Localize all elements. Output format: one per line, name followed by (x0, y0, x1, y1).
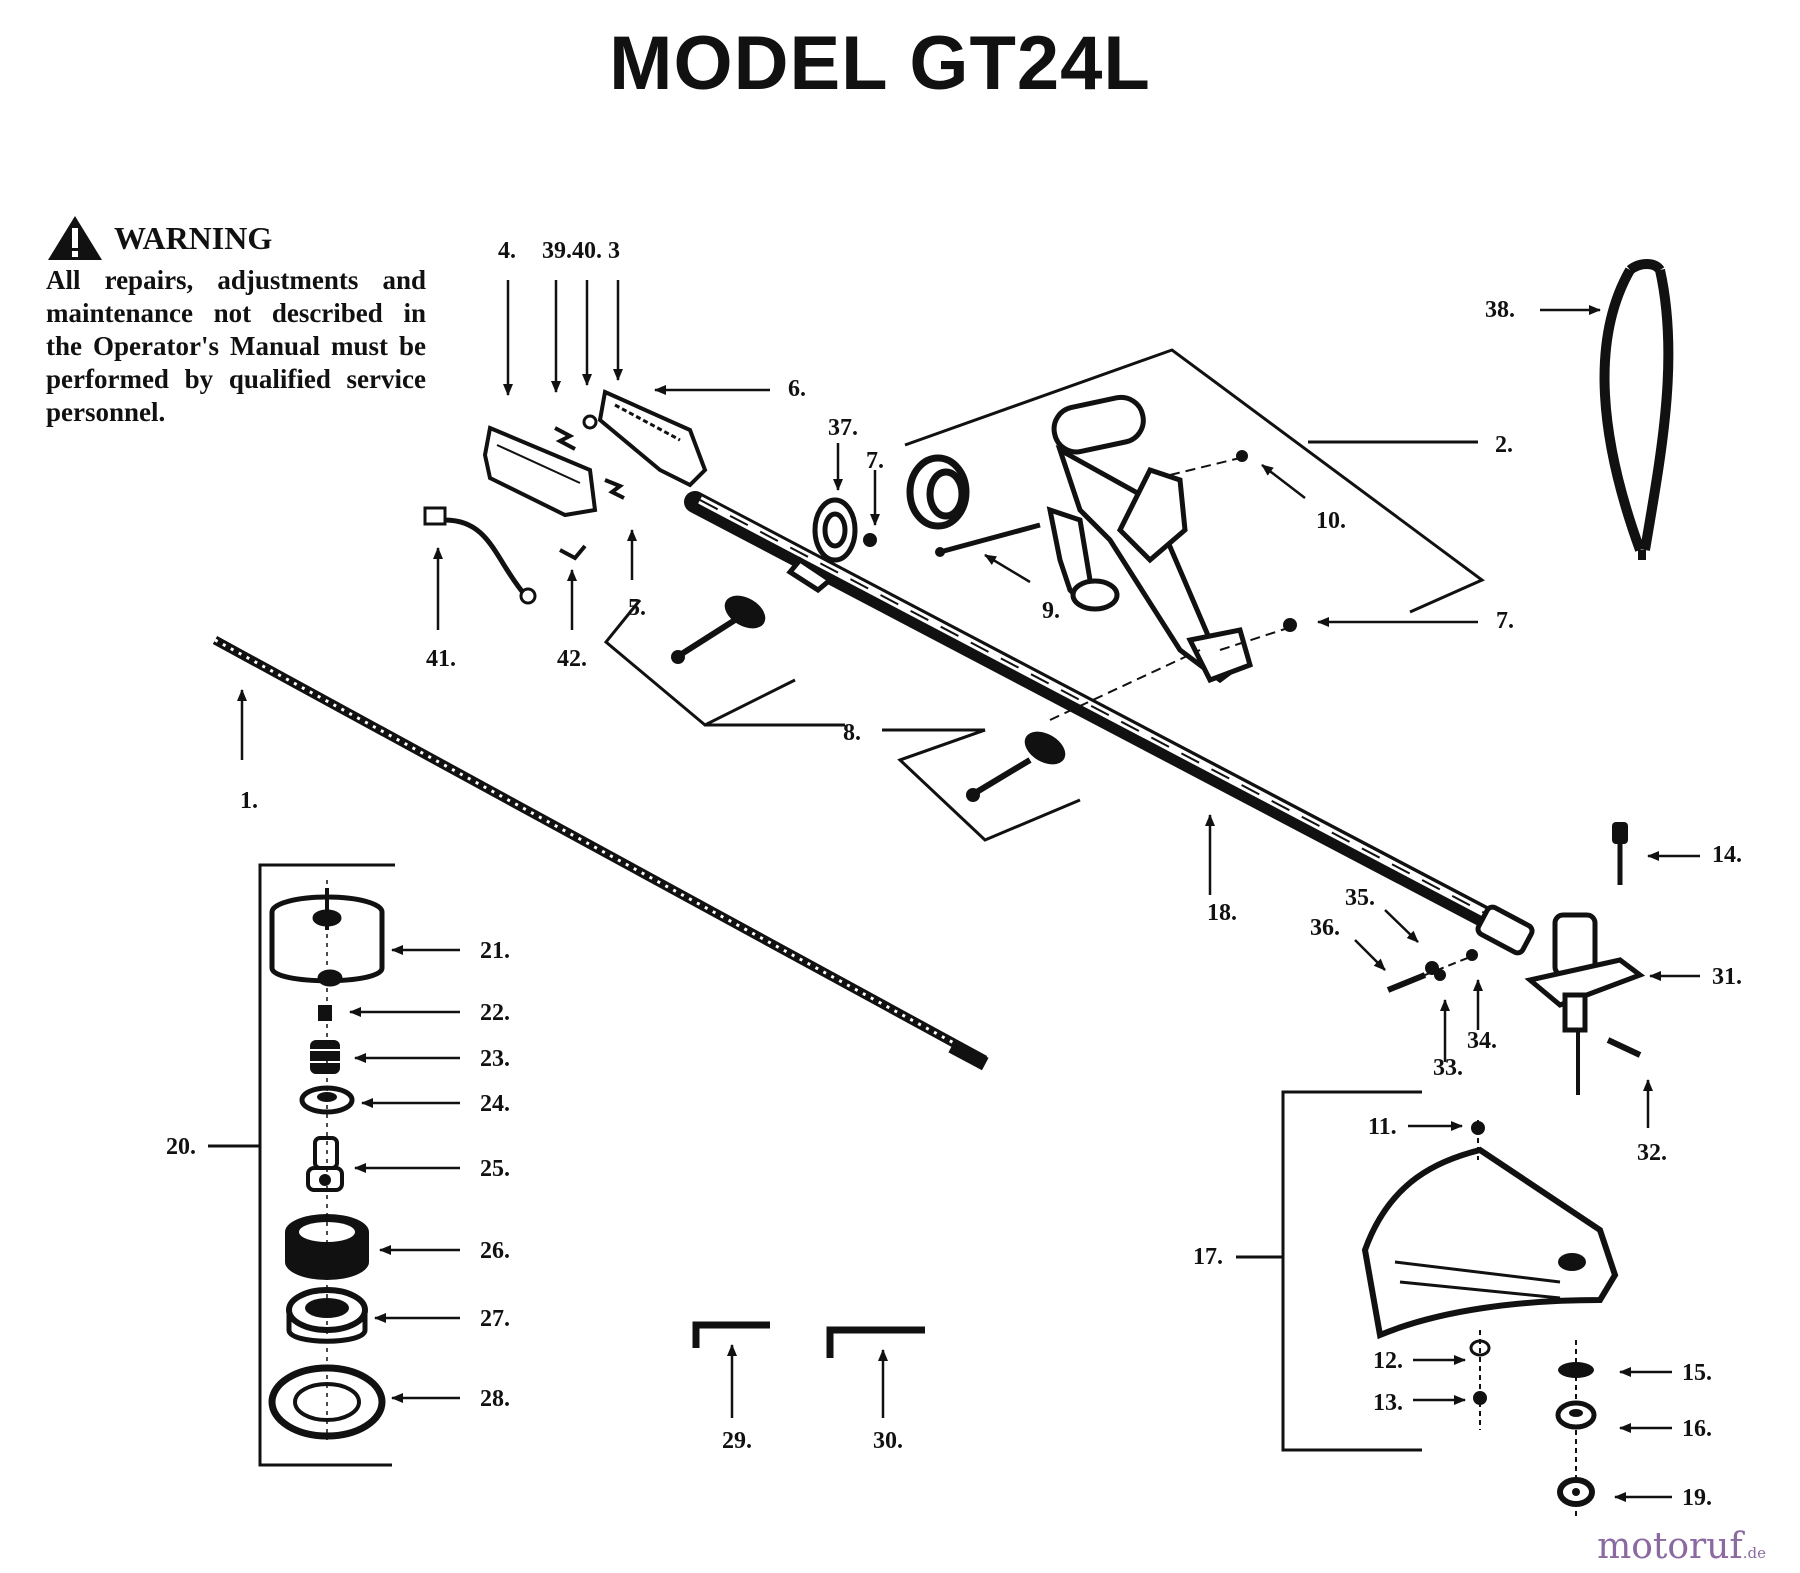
part-29-hex-wrench (692, 1321, 770, 1348)
label-1: 1. (240, 788, 258, 814)
label-30: 30. (873, 1428, 903, 1454)
label-12: 12. (1373, 1348, 1403, 1374)
label-11: 11. (1368, 1114, 1397, 1140)
part-8-knob-lower (966, 731, 1066, 802)
part-22-button (318, 1005, 332, 1021)
part-18-drive-shaft-tube (684, 491, 1511, 936)
label-7a: 7. (866, 448, 884, 474)
part-10-nut (1236, 450, 1248, 462)
label-25: 25. (480, 1156, 510, 1182)
part-4-throttle-housing (482, 425, 598, 518)
part-30-hex-wrench (826, 1326, 925, 1358)
label-29: 29. (722, 1428, 752, 1454)
label-21: 21. (480, 938, 510, 964)
part-17-deflector-shield (1361, 1120, 1619, 1340)
label-5: 5. (628, 595, 646, 621)
label-10: 10. (1316, 508, 1346, 534)
warning-heading: WARNING (114, 219, 273, 256)
warning-icon (48, 216, 102, 260)
part-27-hub (286, 1287, 368, 1344)
part-42-clip (559, 544, 587, 561)
bracket-2 (904, 348, 1485, 614)
label-14: 14. (1712, 842, 1742, 868)
part-5-spring (604, 478, 625, 500)
label-22: 22. (480, 1000, 510, 1026)
part-34-washer (1466, 949, 1478, 961)
label-16: 16. (1682, 1416, 1712, 1442)
part-14-screw (1612, 822, 1628, 885)
label-39-40-3: 39.40. 3 (542, 238, 620, 264)
part-16-cup-washer (1555, 1400, 1597, 1430)
bracket-17 (1236, 1090, 1422, 1452)
part-23-spring (310, 1040, 340, 1074)
label-4: 4. (498, 238, 516, 264)
label-26: 26. (480, 1238, 510, 1264)
part-39-spring (582, 414, 598, 430)
label-37: 37. (828, 415, 858, 441)
part-19-washer (1557, 1477, 1595, 1507)
part-7-nut-small (863, 533, 877, 547)
part-37-clamp (786, 497, 858, 594)
label-15: 15. (1682, 1360, 1712, 1386)
label-18: 18. (1207, 900, 1237, 926)
label-35: 35. (1345, 885, 1375, 911)
label-42: 42. (557, 646, 587, 672)
part-labels: 1. 2. 4. 39.40. 3 5. 6. 7. 7. 8. 9. 10. … (166, 238, 1742, 1511)
watermark-logo: motoruf.de (1597, 1526, 1766, 1567)
part-2-handle-assembly (1046, 394, 1254, 684)
label-31: 31. (1712, 964, 1742, 990)
label-41: 41. (426, 646, 456, 672)
bracket-8 (603, 599, 1081, 842)
bracket-20 (208, 863, 395, 1467)
label-7b: 7. (1496, 608, 1514, 634)
label-9: 9. (1042, 598, 1060, 624)
label-6: 6. (788, 376, 806, 402)
part-33-nut (1434, 969, 1446, 981)
part-31-gear-head (1475, 904, 1646, 1095)
label-32: 32. (1637, 1140, 1667, 1166)
label-34: 34. (1467, 1028, 1497, 1054)
label-24: 24. (480, 1091, 510, 1117)
page-title: MODEL GT24L (609, 21, 1151, 106)
label-17: 17. (1193, 1244, 1223, 1270)
part-40-spring (554, 426, 576, 451)
warning-box: WARNING All repairs, adjustments and mai… (46, 214, 426, 429)
label-20: 20. (166, 1134, 196, 1160)
part-25-adapter (306, 1136, 344, 1192)
label-23: 23. (480, 1046, 510, 1072)
label-38: 38. (1485, 297, 1515, 323)
warning-text: All repairs, adjustments and maintenance… (46, 265, 426, 427)
part-11-screw (1471, 1121, 1485, 1135)
part-1-flex-cable (212, 636, 989, 1071)
label-2: 2. (1495, 432, 1513, 458)
label-13: 13. (1373, 1390, 1403, 1416)
label-33: 33. (1433, 1055, 1463, 1081)
leader-arrows (237, 280, 1700, 1502)
label-19: 19. (1682, 1485, 1712, 1511)
label-36: 36. (1310, 915, 1340, 941)
part-6-throttle-lever (597, 389, 708, 488)
label-28: 28. (480, 1386, 510, 1412)
part-41-wire (423, 506, 537, 605)
grip-ring (906, 454, 970, 530)
part-8-knob-upper (671, 595, 766, 664)
label-27: 27. (480, 1306, 510, 1332)
part-15-washer (1558, 1362, 1594, 1378)
part-38-shoulder-strap (1599, 259, 1674, 560)
part-32-screw (1606, 1037, 1642, 1058)
part-9-screw (935, 522, 1041, 557)
label-8: 8. (843, 720, 861, 746)
